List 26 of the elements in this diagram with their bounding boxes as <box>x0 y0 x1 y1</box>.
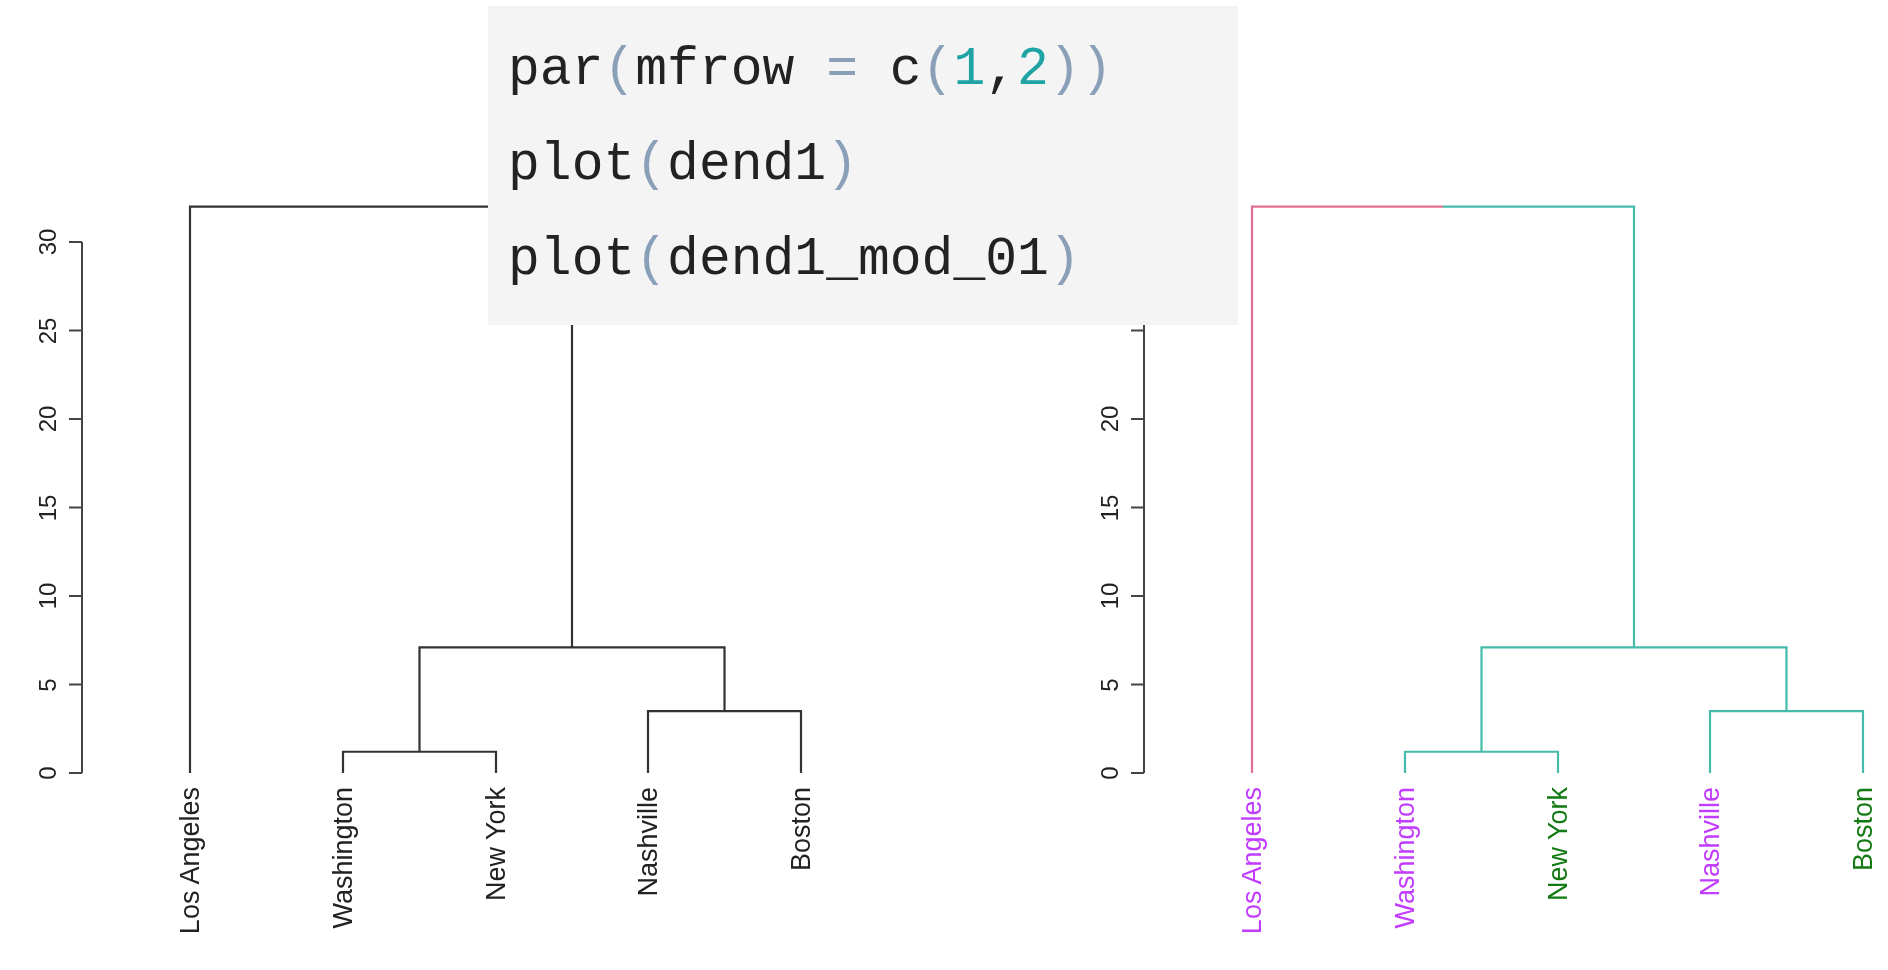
axis-tick-label: 5 <box>1098 677 1122 692</box>
leaf-label: Los Angeles <box>176 787 204 935</box>
leaf-label: Washington <box>1391 787 1419 929</box>
axis-tick-label: 25 <box>36 317 60 344</box>
code-line: plot(dend1) <box>508 139 858 192</box>
axis-tick-label: 15 <box>1098 494 1122 521</box>
code-line: plot(dend1_mod_01) <box>508 234 1081 287</box>
axis-tick-label: 20 <box>1098 405 1122 433</box>
axis-tick-label: 20 <box>36 405 60 433</box>
leaf-label: Nashville <box>1696 787 1724 897</box>
code-panel <box>488 6 1238 325</box>
leaf-label: Boston <box>1849 787 1877 872</box>
axis-tick-label: 15 <box>36 494 60 521</box>
axis-tick-label: 0 <box>36 766 60 780</box>
leaf-label: Nashville <box>634 787 662 897</box>
axis-tick-label: 0 <box>1098 766 1122 780</box>
leaf-label: Los Angeles <box>1238 787 1266 935</box>
leaf-label: Boston <box>787 787 815 872</box>
axis-tick-label: 10 <box>1098 582 1122 610</box>
axis-tick-label: 30 <box>36 228 60 256</box>
axis-tick-label: 10 <box>36 582 60 610</box>
leaf-label: New York <box>1544 787 1572 902</box>
leaf-label: New York <box>482 787 510 902</box>
code-line: par(mfrow = c(1,2)) <box>508 44 1113 97</box>
axis-tick-label: 5 <box>36 677 60 692</box>
leaf-label: Washington <box>329 787 357 929</box>
